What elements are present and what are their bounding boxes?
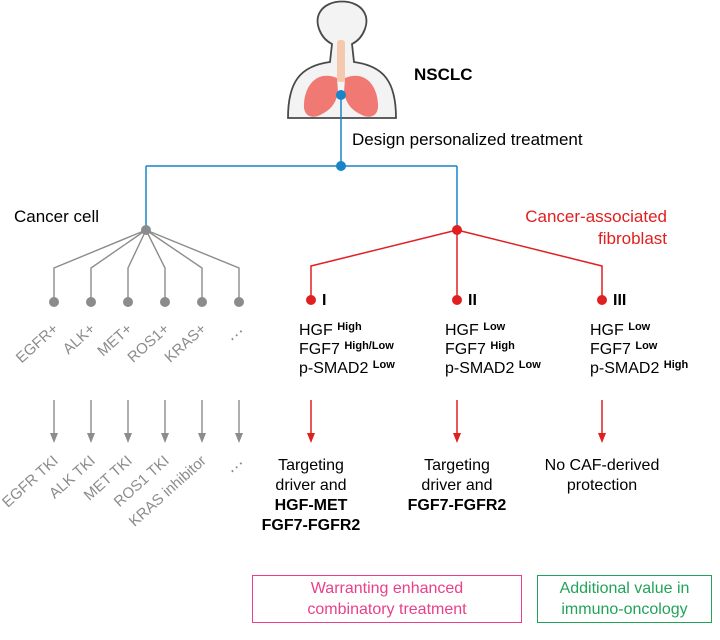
caf-title-line1: Cancer-associated [525,207,667,226]
subtype-node [306,295,316,305]
marker-node [49,297,59,307]
marker-node [86,297,96,307]
marker-connector [145,229,203,302]
outcome-target: FGF7-FGFR2 [262,517,361,534]
outcome-text: Targeting [278,457,344,474]
outcome-text: No CAF-derived [545,457,660,474]
caf-marker: p-SMAD2 High [590,359,689,377]
caf-marker: p-SMAD2 Low [299,359,395,377]
marker-label: … [220,318,247,345]
marker-connector [53,229,147,302]
caf-marker: FGF7 Low [590,340,658,358]
trachea-icon [337,40,345,82]
therapy-label: EGFR TKI [0,452,62,511]
cancer-cell-markers: EGFR+ALK+MET+ROS1+KRAS+… [13,297,247,367]
marker-connector [145,229,240,302]
outcome-text: driver and [421,477,492,494]
marker-label: KRAS+ [161,320,209,366]
outcome-target: HGF-MET [275,497,348,514]
marker-node [160,297,170,307]
blue-connectors [145,95,458,230]
branch-node [336,161,346,171]
marker-node [123,297,133,307]
marker-node [234,297,244,307]
right-lung-icon [344,75,379,117]
subtype-connector [456,229,603,300]
caf-marker: HGF High [299,321,362,339]
combinatory-treatment-box: Warranting enhanced combinatory treatmen… [252,575,522,623]
immuno-oncology-box: Additional value in immuno-oncology [537,575,712,623]
caf-marker: FGF7 High/Low [299,340,394,358]
marker-label: ALK+ [60,320,99,358]
nsclc-label: NSCLC [414,65,473,84]
caf-marker: HGF Low [590,321,651,339]
subtype-node [452,295,462,305]
caf-marker: HGF Low [445,321,506,339]
outcome-text: driver and [275,477,346,494]
marker-node [197,297,207,307]
outcome-target: FGF7-FGFR2 [408,497,507,514]
caf-title-line2: fibroblast [598,229,667,248]
subtype-connector [310,229,458,300]
human-figure-icon [287,0,397,119]
subtype-id: I [322,292,326,309]
combinatory-line2: combinatory treatment [307,601,467,618]
subtype-id: II [468,292,477,309]
immuno-line2: immuno-oncology [561,601,688,618]
cancer-cell-connectors [53,229,240,302]
immuno-line1: Additional value in [559,580,690,597]
caf-marker: p-SMAD2 Low [445,359,541,377]
design-treatment-label: Design personalized treatment [352,130,583,149]
marker-connector [145,229,166,302]
therapy-label: … [220,450,247,477]
outcome-text: Targeting [424,457,490,474]
cancer-cell-title: Cancer cell [14,207,99,226]
marker-connector [90,229,147,302]
marker-label: EGFR+ [13,320,62,367]
combinatory-line1: Warranting enhanced [310,580,464,597]
subtype-node [597,295,607,305]
left-lung-icon [303,75,338,117]
outcome-text: protection [567,477,637,494]
caf-connectors [310,229,603,300]
caf-marker: FGF7 High [445,340,515,358]
marker-connector [127,229,147,302]
subtype-id: III [613,292,626,309]
